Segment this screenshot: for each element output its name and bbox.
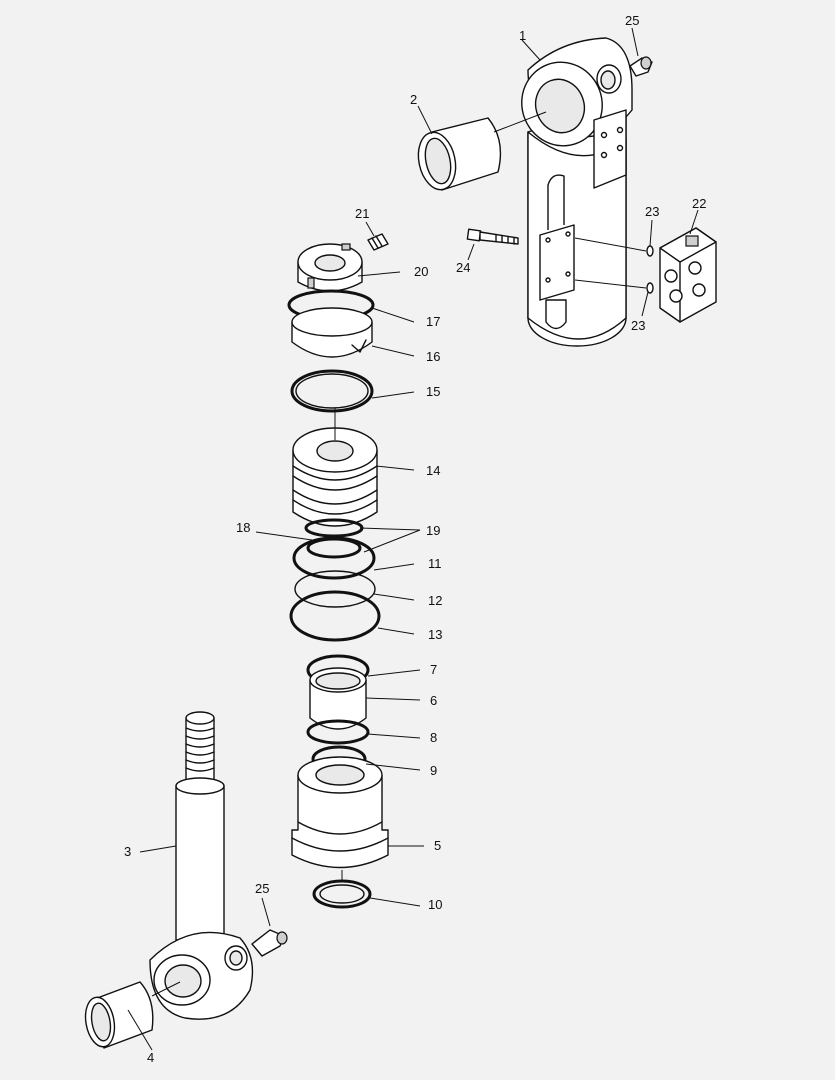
callout-23-upper: 23 bbox=[645, 204, 659, 219]
part-25-grease-nipple-bottom bbox=[251, 929, 288, 957]
callout-7: 7 bbox=[430, 662, 437, 677]
part-5-gland bbox=[291, 756, 389, 869]
callout-25-bottom: 25 bbox=[255, 881, 269, 896]
callout-11: 11 bbox=[428, 556, 442, 571]
callout-4: 4 bbox=[147, 1050, 154, 1065]
part-4-bushing-bottom bbox=[84, 981, 154, 1049]
callout-13: 13 bbox=[428, 627, 442, 642]
callout-19: 19 bbox=[426, 523, 440, 538]
callout-12: 12 bbox=[428, 593, 442, 608]
part-18-ring bbox=[306, 537, 362, 559]
part-16-guide-ring bbox=[291, 307, 373, 358]
callout-21: 21 bbox=[355, 206, 369, 221]
callout-20: 20 bbox=[414, 264, 428, 279]
part-22-valve-block bbox=[659, 227, 717, 323]
part-1-cylinder-barrel bbox=[521, 37, 633, 347]
part-6-bushing bbox=[309, 667, 367, 730]
part-24-screw bbox=[466, 228, 519, 245]
part-8-ring bbox=[306, 719, 370, 745]
callout-17: 17 bbox=[426, 314, 440, 329]
callout-23-lower: 23 bbox=[631, 318, 645, 333]
part-11-o-ring bbox=[292, 536, 376, 580]
callout-9: 9 bbox=[430, 763, 437, 778]
part-10-ring bbox=[312, 879, 372, 909]
callout-6: 6 bbox=[430, 693, 437, 708]
callout-8: 8 bbox=[430, 730, 437, 745]
part-25-grease-nipple-top bbox=[629, 56, 653, 77]
callout-5: 5 bbox=[434, 838, 441, 853]
callout-22: 22 bbox=[692, 196, 706, 211]
callout-15: 15 bbox=[426, 384, 440, 399]
part-14-piston bbox=[292, 408, 378, 527]
part-23-seal-lower bbox=[646, 282, 654, 294]
part-21-grub-screw bbox=[367, 233, 389, 251]
callout-14: 14 bbox=[426, 463, 440, 478]
callout-10: 10 bbox=[428, 897, 442, 912]
callout-2: 2 bbox=[410, 92, 417, 107]
callout-3: 3 bbox=[124, 844, 131, 859]
leader-lines bbox=[127, 27, 699, 1051]
callout-18: 18 bbox=[236, 520, 250, 535]
part-20-lock-nut bbox=[297, 243, 363, 292]
callout-16: 16 bbox=[426, 349, 440, 364]
part-23-seal-upper bbox=[646, 245, 654, 257]
part-3-piston-rod bbox=[149, 711, 254, 1020]
callout-1: 1 bbox=[519, 28, 526, 43]
part-13-o-ring bbox=[289, 590, 381, 642]
part-15-ring bbox=[290, 369, 374, 413]
callout-24: 24 bbox=[456, 260, 470, 275]
part-12-ring bbox=[294, 570, 376, 608]
part-2-bushing-top bbox=[417, 117, 502, 191]
callout-25-top: 25 bbox=[625, 13, 639, 28]
